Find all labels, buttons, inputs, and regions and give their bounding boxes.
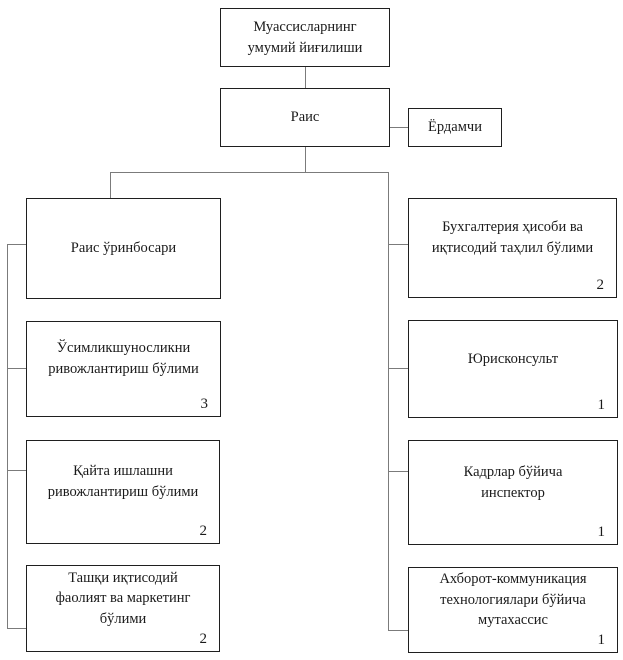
box-general-meeting-label: Муассисларнинг умумий йиғилиши xyxy=(247,18,363,56)
box-deputy-chairman: Раис ўринбосари xyxy=(26,198,221,299)
box-chairman: Раис xyxy=(220,88,390,147)
connector-left-stub-4 xyxy=(7,628,26,629)
box-chairman-label: Раис xyxy=(290,109,320,126)
box-crop-science-dept: Ўсимликшуносликни ривожлантириш бўлими 3 xyxy=(26,321,221,417)
box-processing-dept-label: Қайта ишлашни ривожлантириш бўлими xyxy=(47,463,199,500)
connector-right-stub-4 xyxy=(388,630,408,631)
box-assistant: Ёрдамчи xyxy=(408,108,502,147)
connector-right-stub-3 xyxy=(388,471,408,472)
box-foreign-economic-dept: Ташқи иқтисодий фаолият ва маркетинг бўл… xyxy=(26,565,220,652)
box-ict-specialist-label: Ахборот-коммуникация технологиялари бўйи… xyxy=(439,571,587,629)
connector-chairman-to-assistant xyxy=(390,127,408,128)
staff-count: 1 xyxy=(597,632,606,648)
box-accounting-dept-label: Бухгалтерия ҳисоби ва иқтисодий таҳлил б… xyxy=(431,219,594,256)
box-foreign-economic-dept-label: Ташқи иқтисодий фаолият ва маркетинг бўл… xyxy=(55,569,191,627)
box-crop-science-dept-label: Ўсимликшуносликни ривожлантириш бўлими xyxy=(48,340,199,377)
connector-right-stub-2 xyxy=(388,368,408,369)
box-hr-inspector: Кадрлар бўйича инспектор 1 xyxy=(408,440,618,545)
box-deputy-chairman-label: Раис ўринбосари xyxy=(70,240,177,257)
staff-count: 2 xyxy=(199,523,208,539)
staff-count: 2 xyxy=(199,631,208,647)
box-accounting-dept: Бухгалтерия ҳисоби ва иқтисодий таҳлил б… xyxy=(408,198,617,298)
staff-count: 1 xyxy=(597,397,606,413)
box-legal-counsel: Юрисконсульт 1 xyxy=(408,320,618,418)
box-assistant-label: Ёрдамчи xyxy=(428,119,482,136)
box-hr-inspector-label: Кадрлар бўйича инспектор xyxy=(463,463,563,501)
staff-count: 3 xyxy=(200,396,209,412)
connector-left-spine xyxy=(7,244,8,629)
staff-count: 1 xyxy=(597,524,606,540)
connector-left-stub-3 xyxy=(7,470,26,471)
connector-chairman-down xyxy=(305,147,306,172)
connector-main-horizontal xyxy=(110,172,389,173)
box-legal-counsel-label: Юрисконсульт xyxy=(467,350,559,367)
connector-root-to-chairman xyxy=(305,67,306,88)
connector-left-drop xyxy=(110,172,111,198)
box-processing-dept: Қайта ишлашни ривожлантириш бўлими 2 xyxy=(26,440,220,544)
box-general-meeting: Муассисларнинг умумий йиғилиши xyxy=(220,8,390,67)
connector-right-stub-1 xyxy=(388,244,408,245)
connector-left-stub-1 xyxy=(7,244,26,245)
box-ict-specialist: Ахборот-коммуникация технологиялари бўйи… xyxy=(408,567,618,653)
connector-right-spine xyxy=(388,172,389,631)
staff-count: 2 xyxy=(596,277,605,293)
connector-left-stub-2 xyxy=(7,368,26,369)
